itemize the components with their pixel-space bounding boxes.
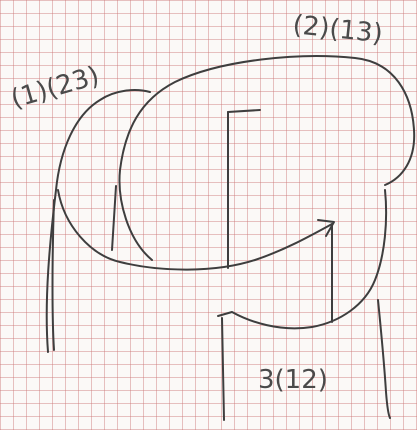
strand-left-lower — [51, 199, 55, 351]
label-bottom: 3(12) — [258, 365, 328, 395]
arrow-head-icon — [317, 219, 335, 237]
strand-left-inner-vertical — [111, 185, 117, 251]
strand-right-vertical — [377, 299, 391, 419]
strand-center-hook — [227, 109, 261, 113]
strand-bottom-vertical — [221, 317, 225, 421]
label-top-right: (2)(13) — [291, 10, 384, 49]
strand-top-loop — [118, 55, 416, 261]
strand-left-loop — [57, 189, 333, 271]
label-left: (1)(23) — [8, 61, 103, 115]
strand-left-outer — [45, 89, 151, 353]
strand-right-side — [217, 189, 388, 330]
